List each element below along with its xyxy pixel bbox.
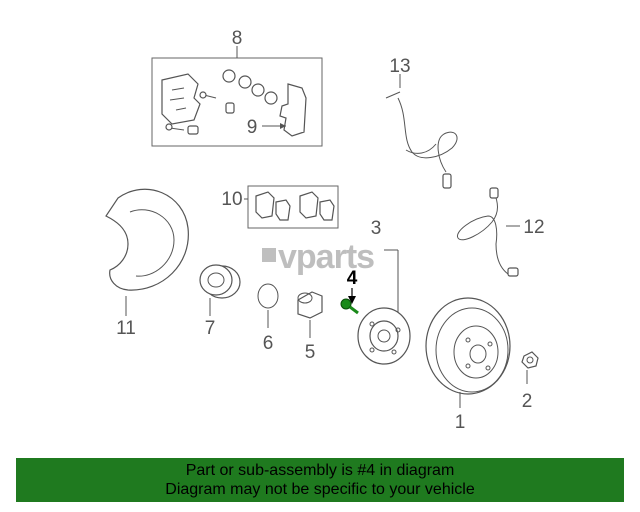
hub-bolt-shank [349, 305, 359, 315]
callout-4: 4 [347, 268, 358, 289]
watermark-text: vparts [278, 238, 374, 276]
callout-6: 6 [263, 333, 274, 354]
callout-1: 1 [455, 412, 466, 433]
abs-sensor-front-group[interactable]: 13 [385, 56, 458, 189]
caliper-assembly-group[interactable]: 8 9 [151, 28, 323, 147]
bearing-group[interactable]: 7 [199, 264, 241, 339]
caliper-body [161, 73, 201, 125]
caliper-bracket [279, 83, 307, 137]
callout-7: 7 [205, 318, 216, 339]
banner-line-1: Part or sub-assembly is #4 in diagram [185, 462, 455, 479]
brake-pad-box [247, 185, 339, 229]
brake-pad-group[interactable]: 10 [221, 185, 339, 229]
dust-shield-group[interactable]: 11 [105, 188, 189, 339]
callout-11: 11 [116, 318, 136, 339]
callout-5: 5 [305, 342, 316, 363]
callout-3: 3 [371, 218, 382, 239]
watermark: vparts [262, 238, 375, 276]
wheel-speed-sensor-group[interactable]: 12 [456, 187, 545, 277]
callout-13: 13 [389, 56, 410, 77]
hub-group[interactable]: 3 [357, 218, 411, 365]
banner-line-2: Diagram may not be specific to your vehi… [165, 481, 475, 498]
hub-bolt-group[interactable]: 4 [340, 268, 359, 315]
callout-9: 9 [247, 117, 258, 138]
dust-shield [105, 188, 189, 291]
parts-diagram: 8 9 10 13 [105, 28, 545, 433]
callout-12: 12 [523, 217, 544, 238]
nut-group[interactable]: 2 [521, 351, 539, 412]
snap-ring-group[interactable]: 6 [257, 283, 279, 354]
callout-2: 2 [522, 391, 533, 412]
rotor-group[interactable]: 1 [425, 297, 511, 433]
callout-8: 8 [232, 28, 243, 49]
seal-group[interactable]: 5 [297, 291, 323, 363]
hub-bolt-head [340, 298, 352, 310]
callout-10: 10 [221, 189, 242, 210]
notice-banner: Part or sub-assembly is #4 in diagram Di… [16, 458, 624, 502]
